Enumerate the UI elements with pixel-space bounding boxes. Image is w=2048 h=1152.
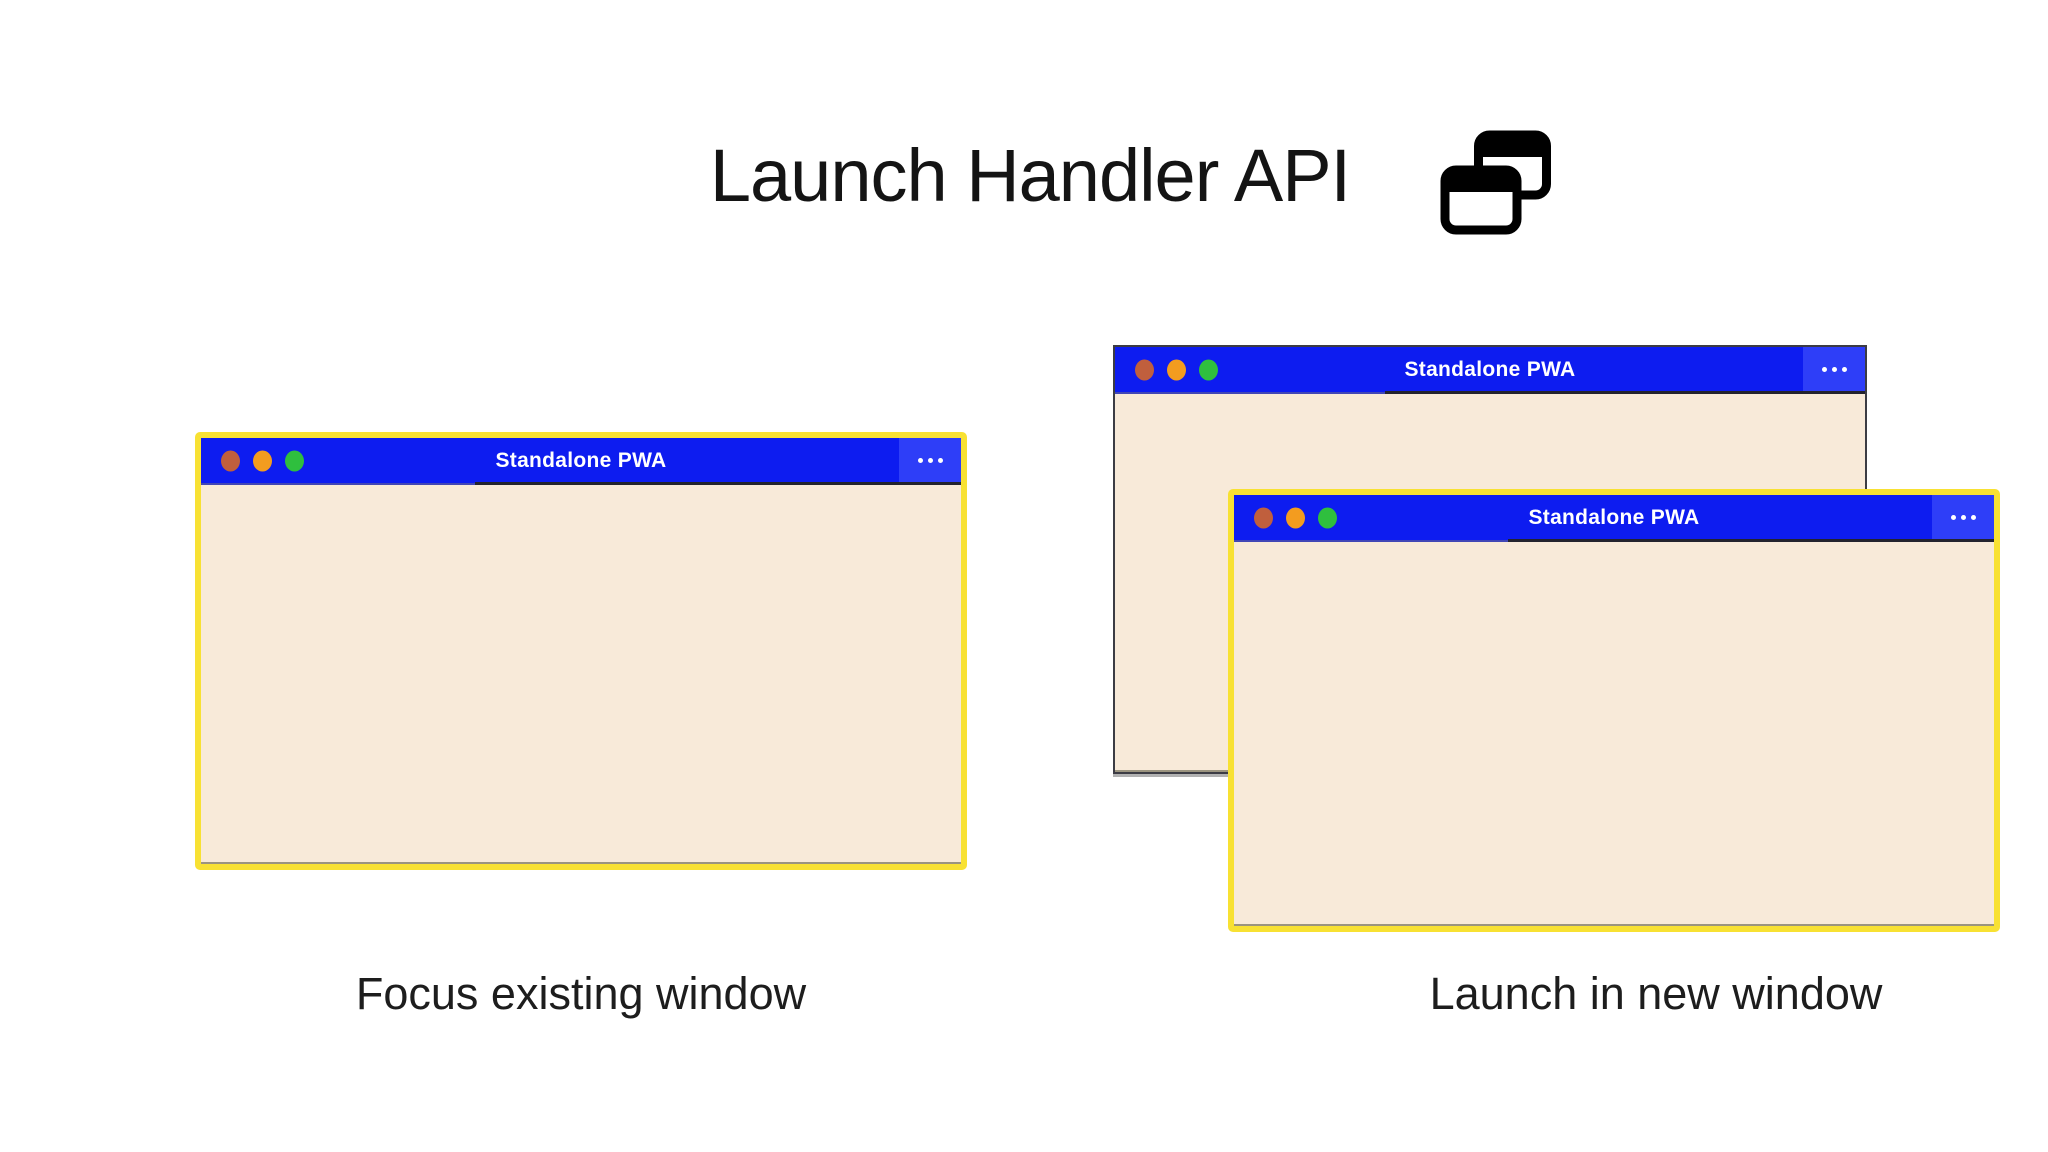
caption-launch-new: Launch in new window xyxy=(1429,968,1883,1019)
overlapping-windows-icon xyxy=(1440,130,1552,236)
window-content xyxy=(1234,542,1994,926)
ellipsis-menu-icon xyxy=(899,438,961,483)
green-dot xyxy=(285,450,304,471)
ellipsis-menu-icon xyxy=(1932,495,1994,540)
window-title: Standalone PWA xyxy=(1404,357,1576,381)
red-dot xyxy=(221,450,240,471)
focused-window-highlight: Standalone PWA xyxy=(195,432,967,870)
pwa-window-focused: Standalone PWA xyxy=(201,438,961,864)
red-dot xyxy=(1135,359,1154,380)
window-content xyxy=(201,485,961,864)
window-titlebar: Standalone PWA xyxy=(201,438,961,485)
page-title: Launch Handler API xyxy=(709,134,1351,217)
orange-dot xyxy=(253,450,272,471)
new-window-highlight: Standalone PWA xyxy=(1228,489,2000,932)
window-title: Standalone PWA xyxy=(1528,505,1700,529)
traffic-lights xyxy=(1254,507,1337,528)
pwa-window-new: Standalone PWA xyxy=(1234,495,1994,926)
traffic-lights xyxy=(221,450,304,471)
orange-dot xyxy=(1286,507,1305,528)
red-dot xyxy=(1254,507,1273,528)
window-titlebar: Standalone PWA xyxy=(1115,347,1865,394)
caption-focus-existing: Focus existing window xyxy=(355,968,807,1019)
green-dot xyxy=(1318,507,1337,528)
ellipsis-menu-icon xyxy=(1803,347,1865,392)
green-dot xyxy=(1199,359,1218,380)
orange-dot xyxy=(1167,359,1186,380)
traffic-lights xyxy=(1135,359,1218,380)
window-title: Standalone PWA xyxy=(495,448,667,472)
window-titlebar: Standalone PWA xyxy=(1234,495,1994,542)
